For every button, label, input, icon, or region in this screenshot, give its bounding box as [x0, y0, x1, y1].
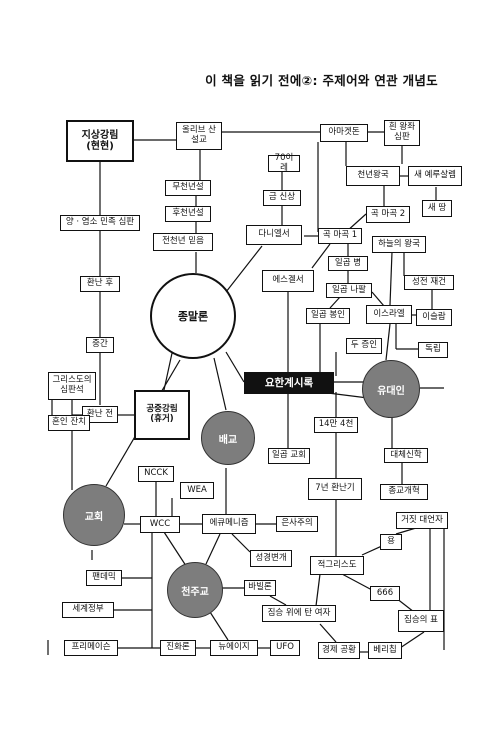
box-honin: 혼인 잔치	[48, 415, 90, 431]
line-gok1-ezekiel	[311, 243, 331, 269]
box-new-jerusalem: 새 예루살렘	[408, 166, 462, 186]
box-husheon: 후천년설	[165, 206, 211, 222]
line-ecu-seong	[231, 533, 251, 553]
line-anti-woman	[315, 573, 321, 607]
box-cheonnyeon: 천년왕국	[346, 166, 400, 186]
box-seonggyeong: 성경변개	[250, 550, 292, 567]
box-ilgop-byeong: 일곱 병	[328, 256, 368, 271]
circle-cheonju: 천주교	[167, 562, 223, 618]
box-heuin: 흰 왕좌 심판	[384, 120, 420, 146]
box-olive: 올리브 산 설교	[176, 122, 222, 150]
box-ecumenism: 에큐메니즘	[202, 514, 256, 534]
box-ezekiel: 에스겔서	[262, 270, 314, 292]
box-gongjung: 공중강림 (휴거)	[134, 390, 190, 440]
box-musheon: 무천년설	[165, 180, 211, 196]
line-israel-yudaein	[385, 323, 391, 361]
box-geum: 금 신상	[263, 190, 301, 206]
circle-jongmal: 종말론	[150, 273, 236, 359]
box-eunsa: 은사주의	[276, 516, 318, 532]
box-666: 666	[370, 586, 400, 601]
box-ilgop-napal: 일곱 나팔	[326, 283, 372, 298]
line-woman-economy	[319, 623, 337, 643]
box-ufo: UFO	[270, 640, 300, 656]
circle-gyohoe: 교회	[63, 484, 125, 546]
box-chip: 베리칩	[368, 642, 402, 659]
page-title: 이 책을 읽기 전에②: 주제어와 연관 개념도	[205, 73, 438, 88]
box-jisang: 지상강림 (현현)	[66, 120, 134, 162]
box-economy: 경제 공황	[318, 642, 360, 659]
circle-yudaein: 유대인	[362, 360, 420, 418]
box-mancheon: 14만 4천	[314, 417, 358, 433]
central-box: 요한계시록	[244, 372, 334, 394]
line-haneul-israel	[389, 251, 393, 306]
box-geojit: 거짓 대언자	[396, 512, 448, 529]
box-jinhwa: 진화론	[160, 640, 196, 656]
box-seventy: 70이레	[268, 153, 300, 172]
box-islam: 이슬람	[416, 309, 452, 326]
box-freemasons: 프리메이슨	[64, 640, 118, 656]
box-woman: 짐승 위에 탄 여자	[262, 605, 336, 622]
box-daechae: 대체신학	[384, 448, 428, 463]
box-wcc: WCC	[140, 516, 180, 533]
line-napal-isr	[371, 291, 385, 307]
line-ecu-cheonju	[205, 533, 221, 565]
line-yong-geojit	[395, 527, 417, 535]
box-junggan: 중간	[86, 337, 114, 353]
box-gok2: 곡 마곡 2	[366, 206, 410, 223]
box-haneul: 하늘의 왕국	[372, 236, 426, 253]
box-ttang: 새 땅	[422, 200, 452, 217]
circle-baegyo: 배교	[201, 411, 255, 465]
box-ilgop-bongin: 일곱 봉인	[306, 308, 350, 324]
line-cheonju-newage	[209, 611, 229, 641]
box-jeonsheon: 전천년 믿음	[153, 233, 213, 251]
line-central-circle	[225, 351, 245, 383]
box-christ-judgment: 그리스도의 심판석	[48, 372, 96, 400]
line-jongmal-baegyo	[213, 357, 227, 411]
box-babylon: 바빌론	[244, 580, 276, 596]
box-daniel: 다니엘서	[246, 225, 302, 245]
box-israel: 이스라엘	[366, 305, 412, 324]
box-antichrist: 적그리스도	[310, 556, 364, 575]
box-hwannan-hu: 환난 후	[80, 276, 120, 292]
line-napal-bongin	[329, 296, 341, 309]
line-anti-666	[341, 573, 373, 591]
box-seongjeon: 성전 재건	[404, 275, 454, 290]
connector-lines	[47, 131, 445, 655]
box-dokrip: 독립	[418, 342, 448, 358]
line-daniel-circle	[225, 245, 263, 293]
box-chilnyeon: 7년 환난기	[308, 478, 362, 500]
box-yang: 양 · 염소 민족 심판	[60, 215, 140, 231]
box-yong: 용	[380, 534, 402, 550]
box-du-jeungin: 두 증인	[346, 338, 382, 354]
box-newage: 뉴에이지	[210, 640, 258, 656]
box-jonggyo: 종교개혁	[380, 484, 428, 500]
line-jimseung-chip	[399, 631, 425, 649]
box-armageddon: 아마겟돈	[320, 124, 368, 142]
box-wea: WEA	[180, 482, 214, 499]
box-jimseung: 짐승의 표	[398, 610, 444, 632]
box-world-gov: 세계정부	[62, 602, 114, 618]
box-hwannan-jeon: 환난 전	[82, 406, 118, 423]
box-ncck: NCCK	[138, 466, 174, 482]
line-babylon-woman	[269, 595, 287, 606]
box-ilgop-gyohoe: 일곱 교회	[268, 448, 310, 464]
box-pandemic: 팬데믹	[86, 570, 122, 586]
box-gok1: 곡 마곡 1	[318, 228, 362, 244]
